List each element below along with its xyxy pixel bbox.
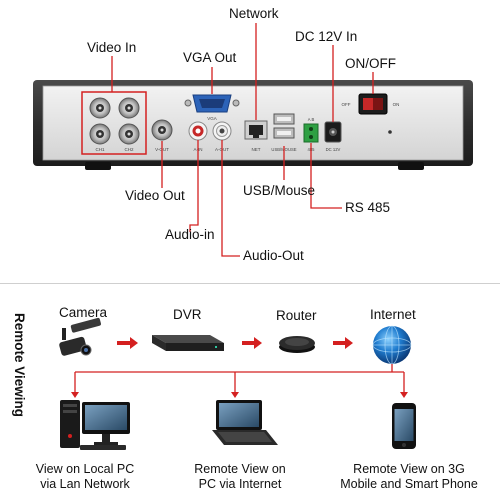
camera-icon (59, 317, 101, 356)
dvr-foot-right (398, 162, 424, 170)
view-caption-line2: PC via Internet (198, 477, 282, 491)
audio-out-leader (221, 140, 240, 257)
usb-mouse-label: USB/Mouse (243, 183, 316, 198)
view-caption-local-pc: View on Local PC via Lan Network (22, 462, 148, 492)
view-caption-laptop: Remote View on PC via Internet (180, 462, 300, 492)
audio-in-leader (189, 140, 199, 232)
view-caption-phone: Remote View on 3G Mobile and Smart Phone (334, 462, 484, 492)
smartphone-icon (392, 403, 416, 449)
arrow-router-to-internet (333, 337, 353, 349)
audio-in-label: Audio-in (165, 227, 215, 242)
arrow-camera-to-dvr (117, 337, 138, 349)
ground-screw (388, 130, 392, 134)
arrow-dvr-to-router (242, 337, 262, 349)
remote-viewing-title: Remote Viewing (12, 312, 27, 418)
view-caption-line2: via Lan Network (40, 477, 130, 491)
dc-silk-label: DC 12V (326, 147, 341, 152)
dvr-box-icon (152, 335, 224, 351)
rs485-terminal-block (303, 123, 319, 143)
chain-label-dvr: DVR (173, 307, 202, 322)
rs485-label: RS 485 (345, 200, 391, 215)
chain-label-internet: Internet (370, 307, 416, 322)
laptop-icon (212, 400, 278, 445)
view-caption-line1: Remote View on 3G (353, 462, 465, 476)
video-in-label: Video In (87, 40, 137, 55)
power-switch (358, 93, 388, 115)
network-label: Network (229, 6, 279, 21)
vga-out-label: VGA Out (183, 50, 237, 65)
off-silk-label: OFF (342, 102, 351, 107)
ab-silk-label: A B (308, 117, 315, 122)
view-caption-line1: Remote View on (194, 462, 286, 476)
network-rj45-port (244, 120, 268, 140)
arrowhead-local-pc (71, 392, 79, 398)
dvr-rear-panel-diagram: CH1 CH2 V-OUT VGA A-IN A-OUT NET USB/MOU… (33, 23, 473, 257)
audio-in-rca-jack (188, 121, 208, 141)
ch1-silk-label: CH1 (95, 147, 104, 152)
audio-out-rca-jack (212, 121, 232, 141)
vga-port (184, 94, 240, 113)
chain-arrows (117, 337, 353, 349)
dvr-foot-left (85, 162, 111, 170)
bnc-input-connector (118, 97, 140, 119)
arrowhead-laptop (231, 392, 239, 398)
view-caption-line1: View on Local PC (35, 462, 135, 476)
chain-label-camera: Camera (59, 305, 108, 320)
dc-12v-in-label: DC 12V In (295, 29, 358, 44)
video-out-bnc-connector (151, 119, 173, 141)
arrowhead-phone (400, 392, 408, 398)
section-divider (0, 283, 500, 284)
bnc-input-connector (89, 97, 111, 119)
rs485-leader (310, 143, 342, 209)
chain-label-router: Router (276, 308, 317, 323)
usb-ports (273, 113, 295, 139)
dc-power-jack (324, 121, 342, 143)
bnc-input-connector (89, 123, 111, 145)
router-icon (279, 336, 315, 353)
internet-globe-icon (372, 325, 412, 365)
leader-lines (111, 23, 374, 257)
vga-silk-label: VGA (207, 116, 217, 121)
desktop-pc-icon (60, 400, 130, 450)
ch2-silk-label: CH2 (124, 147, 133, 152)
on-silk-label: ON (393, 102, 400, 107)
video-in-highlight-box (81, 91, 147, 155)
view-caption-line2: Mobile and Smart Phone (340, 477, 478, 491)
net-silk-label: NET (252, 147, 261, 152)
bnc-input-connector (118, 123, 140, 145)
video-out-label: Video Out (125, 188, 185, 203)
distribution-lines (74, 364, 405, 393)
on-off-label: ON/OFF (345, 56, 396, 71)
audio-out-label: Audio-Out (243, 248, 304, 263)
